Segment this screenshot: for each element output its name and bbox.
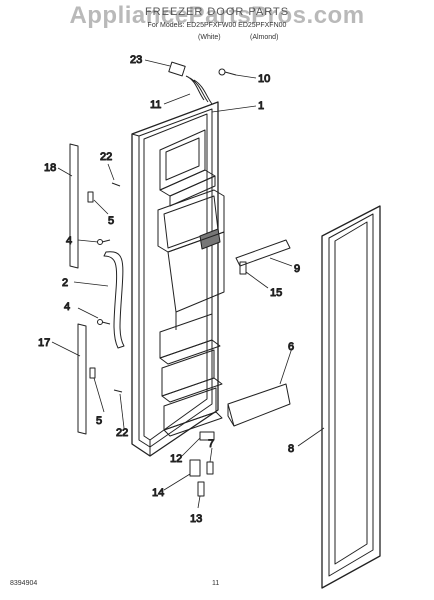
dispenser-cover <box>235 239 291 267</box>
handle-screw-upper <box>97 239 111 245</box>
callout-22-upper: 22 <box>100 151 112 163</box>
callout-6: 6 <box>288 341 294 353</box>
door-bin <box>227 383 291 427</box>
callout-1: 1 <box>258 100 264 112</box>
callout-22-lower: 22 <box>116 427 128 439</box>
hinge-washer <box>197 481 205 497</box>
callout-4-lower: 4 <box>64 301 70 313</box>
callout-11: 11 <box>150 99 161 111</box>
color-white-label: (White) <box>198 34 221 41</box>
callout-5-lower: 5 <box>96 415 102 427</box>
leader-lines <box>51 59 325 509</box>
door-panel <box>131 101 219 457</box>
door-handle <box>103 251 125 349</box>
callout-9: 9 <box>294 263 300 275</box>
handle-trim-lower <box>77 323 87 435</box>
callout-7: 7 <box>208 438 214 450</box>
trim-clip-lower <box>89 367 96 379</box>
page-number: 11 <box>212 580 220 587</box>
door-gasket <box>321 205 381 589</box>
callout-23: 23 <box>130 54 142 66</box>
hinge-pin <box>206 461 214 475</box>
callout-2: 2 <box>62 277 68 289</box>
callouts: 23 10 11 1 18 22 5 4 9 2 15 4 17 6 5 22 … <box>38 54 301 526</box>
hinge-bracket <box>189 459 201 477</box>
lower-shelves <box>159 313 223 437</box>
color-almond-label: (Almond) <box>250 34 279 41</box>
trim-clip-upper <box>87 191 94 203</box>
callout-18: 18 <box>44 162 56 174</box>
callout-4-upper: 4 <box>66 235 72 247</box>
callout-12: 12 <box>170 453 182 465</box>
document-number: 8394904 <box>10 580 38 587</box>
callout-15: 15 <box>270 287 282 299</box>
callout-13: 13 <box>190 513 202 525</box>
wire-harness <box>185 75 213 105</box>
chute-door <box>239 261 247 275</box>
callout-17: 17 <box>38 337 50 349</box>
model-list: For Models: ED25PFXFW00 ED25PFXFN00 <box>147 22 287 29</box>
hinge-bushing <box>199 431 215 441</box>
upper-bin <box>159 129 216 207</box>
dispenser-housing <box>157 189 225 330</box>
page-title: FREEZER DOOR PARTS <box>144 6 290 18</box>
screw-10 <box>218 68 237 76</box>
door-bin-edge <box>227 404 235 427</box>
handle-trim-upper <box>69 143 79 269</box>
callout-14: 14 <box>152 487 164 499</box>
connector-plug <box>168 61 186 77</box>
callout-5-upper: 5 <box>108 215 114 227</box>
screw-22-upper <box>111 182 121 187</box>
callout-10: 10 <box>258 73 270 85</box>
callout-8: 8 <box>288 443 294 455</box>
handle-screw-lower <box>97 319 111 325</box>
screw-22-lower <box>113 389 123 393</box>
watermark: AppliancePartsPros.com <box>69 2 365 29</box>
